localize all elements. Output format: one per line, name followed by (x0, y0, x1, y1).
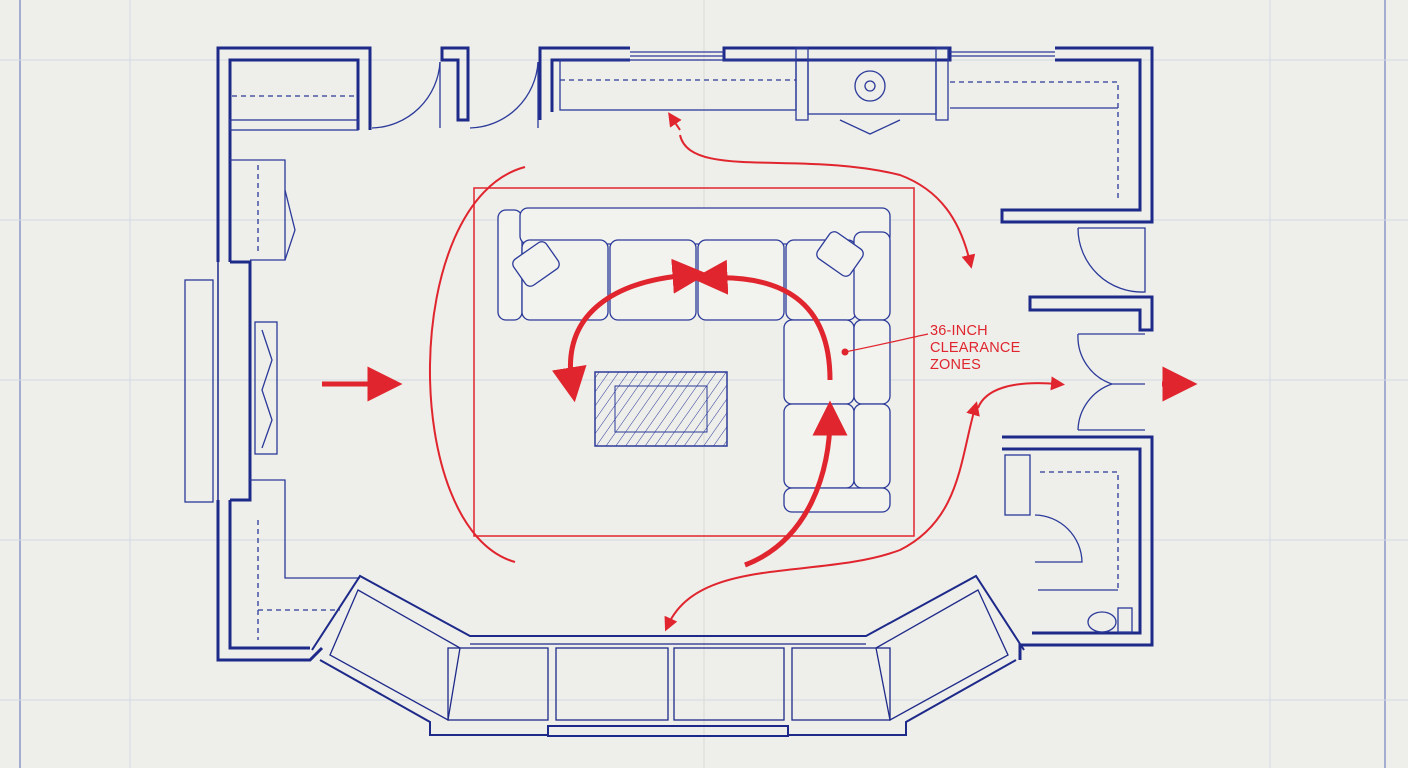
interior-lines (184, 47, 1133, 640)
walls (216, 46, 1154, 662)
annotation-line-1: 36-INCH (930, 323, 988, 339)
annotation-line-3: ZONES (930, 357, 981, 373)
coffee-table (594, 371, 728, 447)
annotation-line-2: CLEARANCE (930, 340, 1021, 356)
doors (371, 61, 1146, 563)
thick-red-arrows (322, 258, 1198, 568)
clearance-zones-annotation: 36-INCH CLEARANCE ZONES (930, 323, 1020, 374)
circulation-arrows (428, 112, 1065, 632)
